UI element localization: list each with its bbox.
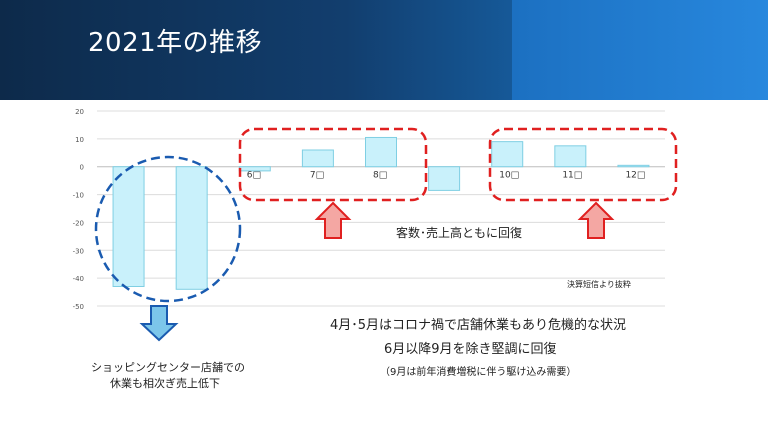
recovery-note: 客数･売上高ともに回復 [396, 226, 523, 240]
source-note: 決算短信より抜粋 [567, 280, 631, 289]
bar [554, 145, 587, 168]
decline-note: ショッピングセンター店舗での 休業も相次ぎ売上低下 [91, 359, 245, 391]
up-arrow-icon [314, 201, 352, 239]
decline-note-line2: 休業も相次ぎ売上低下 [110, 377, 220, 390]
y-tick-label: 0 [80, 164, 84, 172]
bar [112, 166, 145, 287]
bar [491, 141, 524, 168]
x-tick-label: 6□ [247, 171, 261, 181]
y-tick-label: 20 [75, 108, 84, 116]
down-arrow-icon [139, 305, 179, 342]
highlight-box-jun-aug [238, 127, 428, 202]
y-tick-label: 10 [75, 136, 84, 144]
x-tick-label: 11□ [562, 171, 582, 181]
y-tick-label: -40 [73, 275, 84, 283]
x-tick-label: 12□ [625, 171, 645, 181]
title-bar-highlight [512, 0, 768, 100]
x-tick-label: 7□ [310, 171, 324, 181]
bar [428, 166, 461, 191]
slide-title: 2021年の推移 [88, 28, 263, 58]
bar [175, 166, 208, 290]
x-tick-label: 8□ [373, 171, 387, 181]
bar [617, 164, 650, 168]
highlight-box-oct-dec [488, 127, 678, 202]
summary-line3: （9月は前年消費増税に伴う駆け込み需要） [380, 367, 577, 378]
y-tick-label: -30 [73, 247, 84, 255]
bar [365, 136, 397, 168]
y-tick-label: -50 [73, 303, 84, 311]
decline-note-line1: ショッピングセンター店舗での [91, 361, 245, 374]
bar [301, 149, 334, 168]
up-arrow-icon [577, 201, 615, 239]
title-bar: 2021年の推移 [0, 0, 768, 100]
highlight-circle-apr-may [94, 155, 242, 303]
y-tick-label: -10 [73, 192, 84, 200]
summary-line2: 6月以降9月を除き堅調に回復 [384, 342, 557, 357]
summary-line1: 4月･5月はコロナ禍で店舗休業もあり危機的な状況 [330, 318, 627, 333]
y-tick-label: -20 [73, 219, 84, 227]
x-tick-label: 10□ [499, 171, 519, 181]
